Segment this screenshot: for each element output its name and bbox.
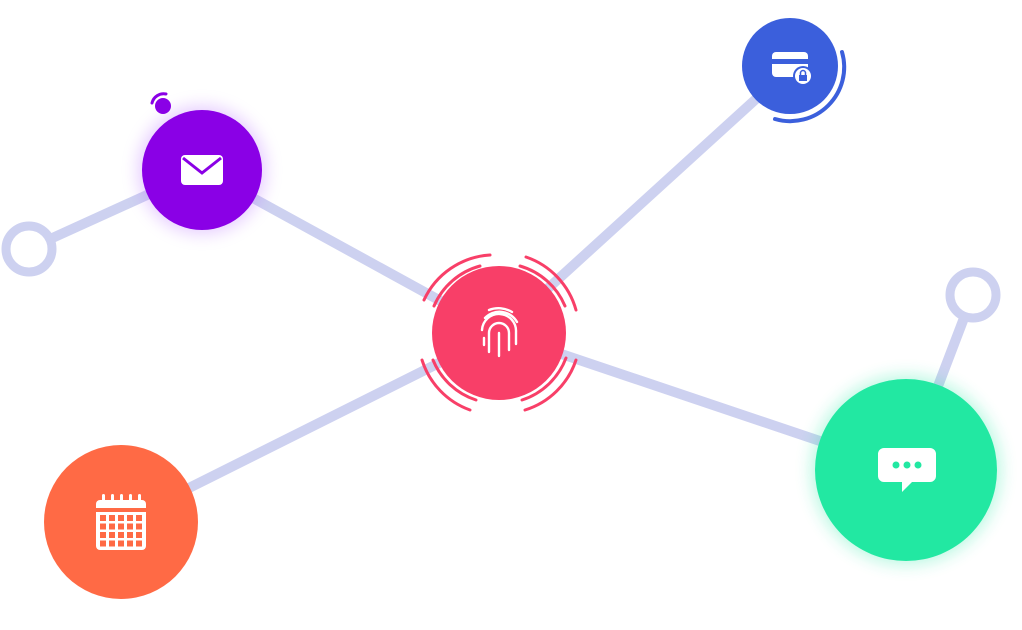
- calendar-day-cell: [100, 523, 106, 530]
- calendar-node[interactable]: [44, 445, 198, 599]
- calendar-day-cell: [109, 523, 115, 530]
- notification-dot-icon: [150, 92, 171, 114]
- calendar-day-cell: [127, 515, 133, 521]
- calendar-day-cell: [100, 540, 106, 547]
- fingerprint-hub-node[interactable]: [420, 253, 578, 412]
- right-ring-endpoint: [945, 267, 1001, 323]
- chat-bubble-icon: [878, 448, 936, 492]
- credit-card-lock-icon: [772, 52, 813, 86]
- left-ring-endpoint: [1, 221, 57, 277]
- calendar-day-cell: [100, 515, 106, 521]
- pulse-arcs: [420, 253, 578, 412]
- calendar-day-cell: [118, 532, 124, 538]
- calendar-day-cell: [109, 515, 115, 521]
- calendar-day-cell: [100, 532, 106, 538]
- card-node[interactable]: [742, 18, 847, 124]
- calendar-day-cell: [136, 523, 142, 530]
- fingerprint-icon: [480, 307, 519, 358]
- calendar-day-cell: [136, 540, 142, 547]
- calendar-day-cell: [109, 540, 115, 547]
- calendar-icon: [96, 494, 146, 550]
- calendar-day-cell: [118, 523, 124, 530]
- envelope-icon: [181, 155, 223, 185]
- calendar-day-cell: [127, 532, 133, 538]
- calendar-day-cell: [127, 540, 133, 547]
- chat-node[interactable]: [811, 375, 1001, 565]
- calendar-day-cell: [118, 540, 124, 547]
- calendar-day-cell: [118, 515, 124, 521]
- calendar-day-cell: [109, 532, 115, 538]
- calendar-day-cell: [127, 523, 133, 530]
- calendar-day-cell: [136, 515, 142, 521]
- email-node[interactable]: [138, 92, 266, 234]
- calendar-day-cell: [136, 532, 142, 538]
